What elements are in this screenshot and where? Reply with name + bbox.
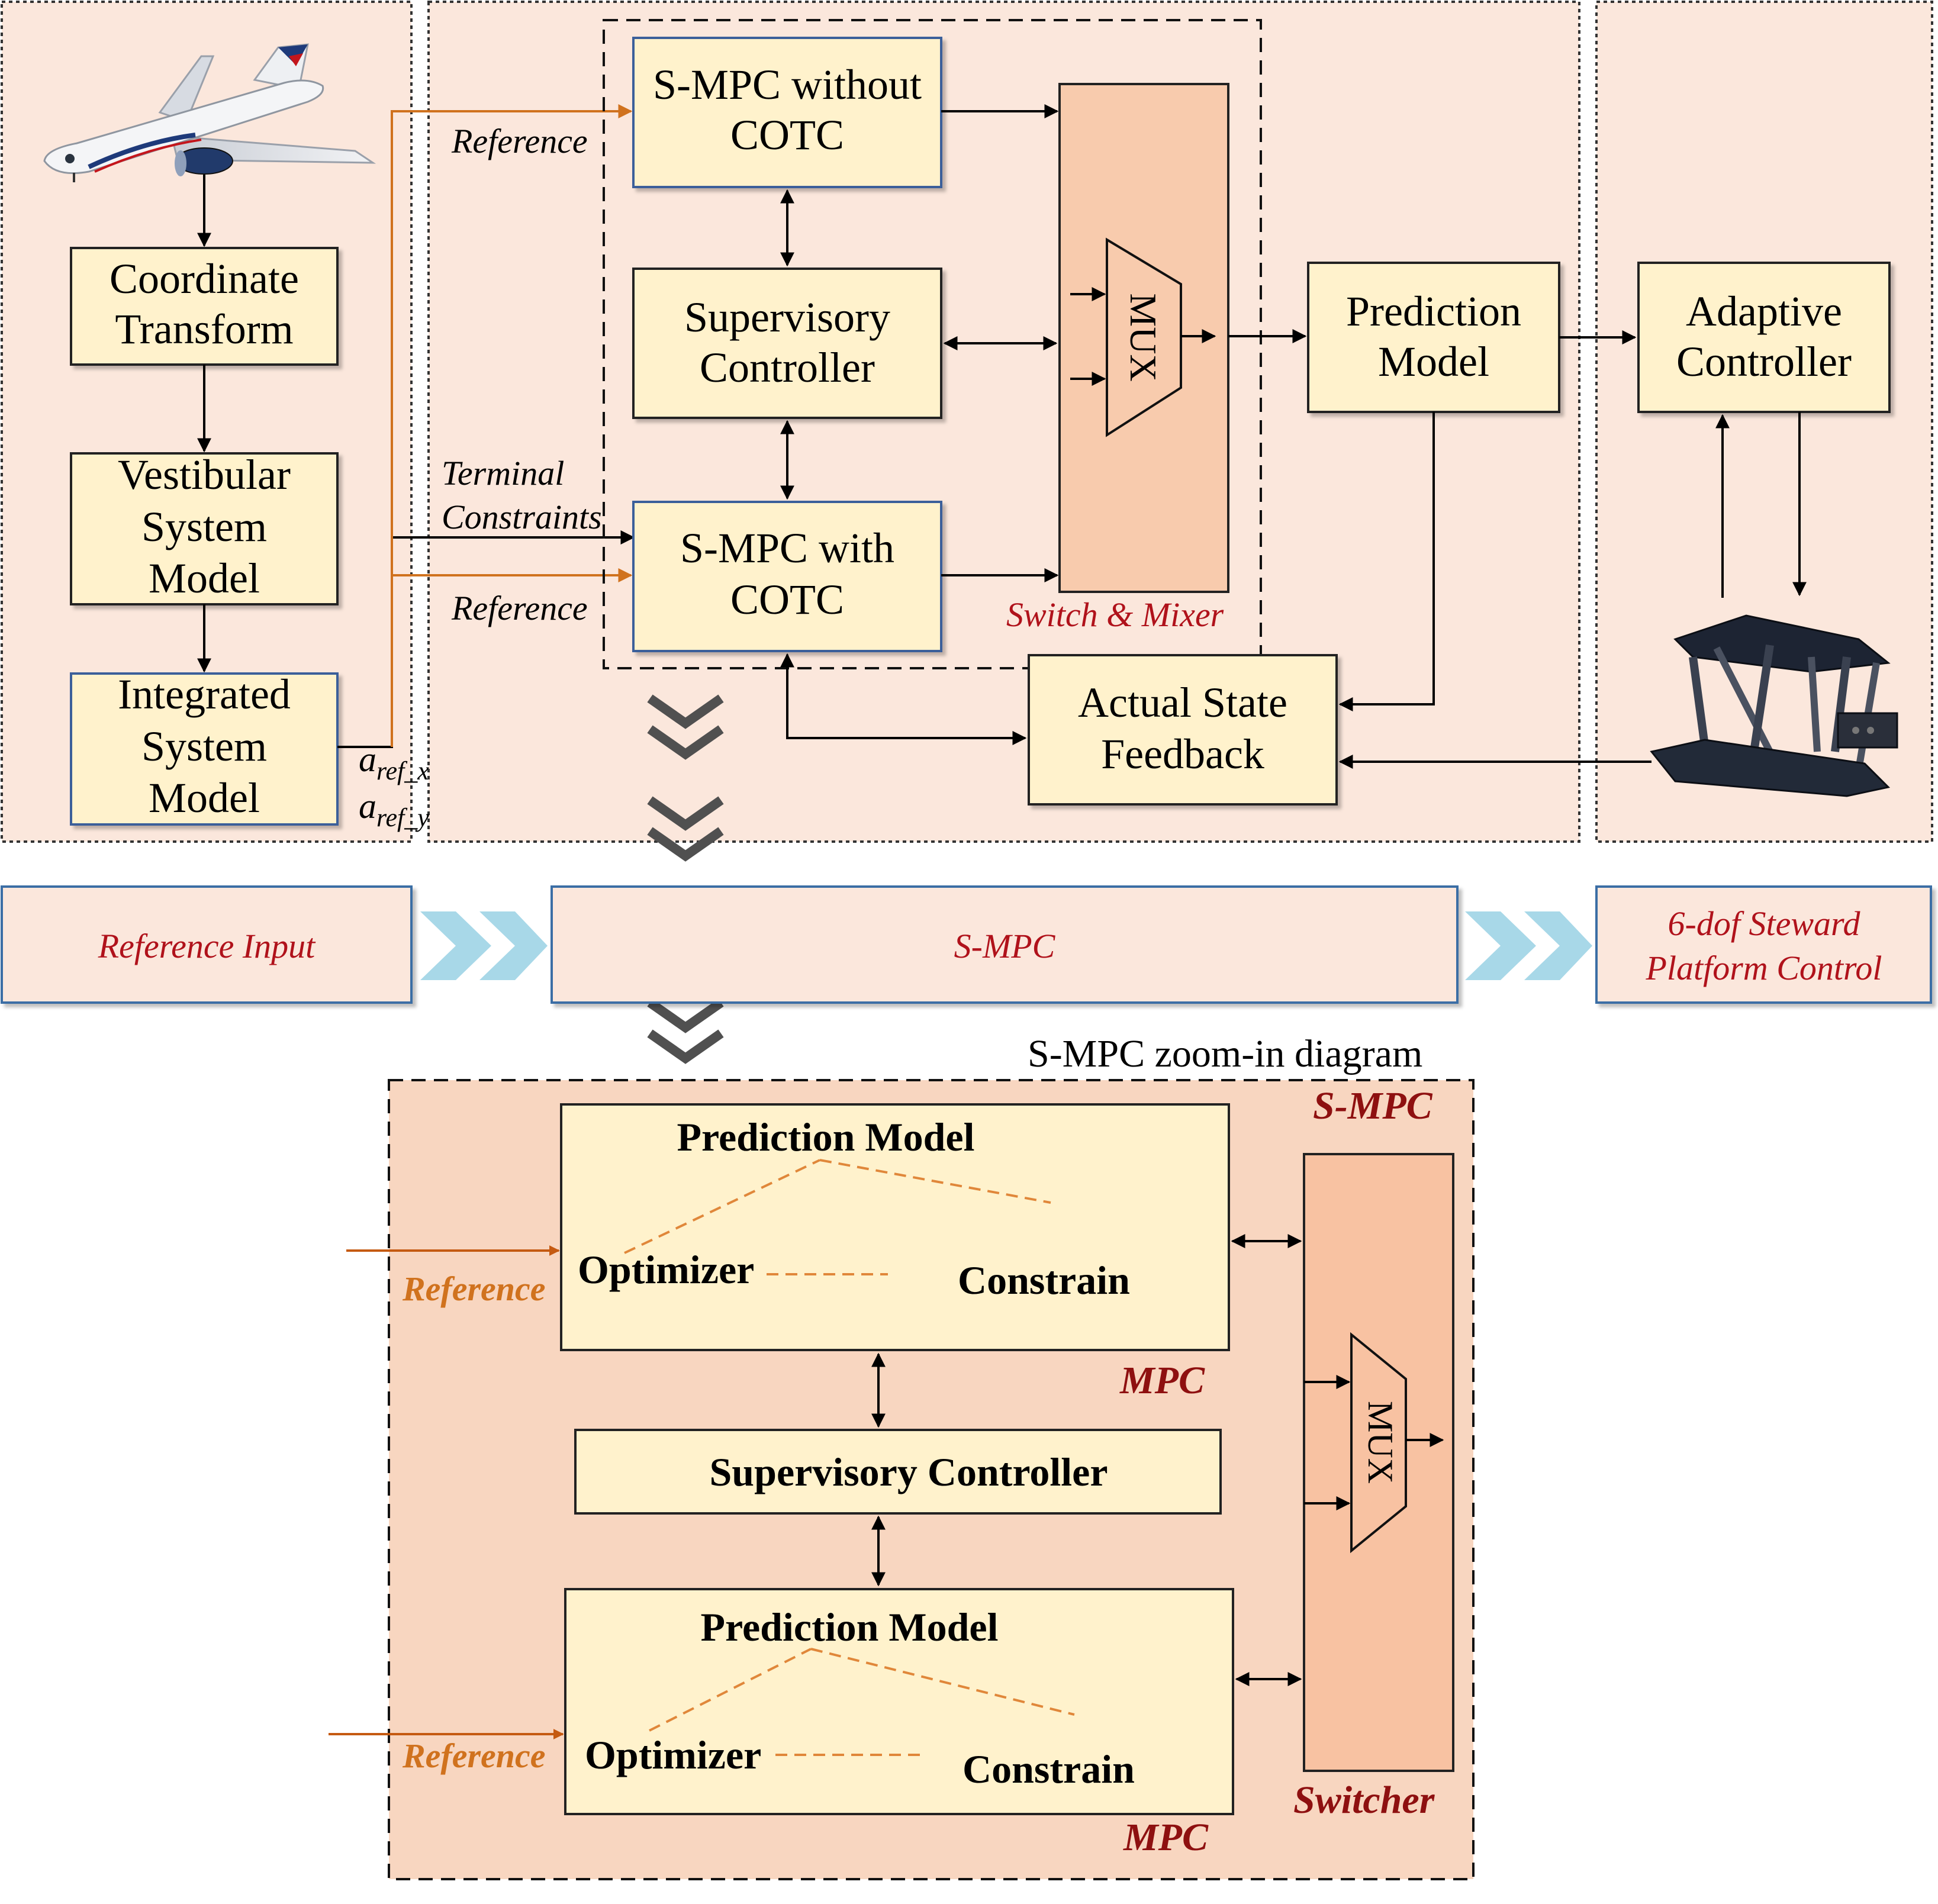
terminal-label-line1: Terminal	[442, 454, 564, 492]
feedback-line1: Actual State	[1078, 679, 1287, 726]
prediction-model-box: Prediction Model	[1307, 262, 1560, 413]
mpc-bottom-prediction-model: Prediction Model	[701, 1605, 999, 1650]
a-ref-y-label: aref_y	[359, 787, 429, 832]
mux-block	[1106, 237, 1182, 437]
switch-mixer-label: Switch & Mixer	[1006, 595, 1224, 634]
smpc-without-line2: COTC	[730, 111, 844, 159]
prediction-line2: Model	[1378, 338, 1489, 385]
reference-label-bottom: Reference	[451, 589, 588, 627]
smpc-with-cotc-box: S-MPC with COTC	[632, 501, 942, 652]
coordinate-transform-box: Coordinate Transform	[70, 247, 339, 366]
smpc-with-line2: COTC	[730, 576, 844, 623]
integrated-line1: Integrated	[118, 671, 291, 718]
actual-state-feedback-box: Actual State Feedback	[1028, 654, 1338, 806]
integrated-system-model-box: Integrated System Model	[70, 671, 339, 826]
mux-label: MUX	[1122, 293, 1164, 381]
integrated-line3: Model	[149, 774, 260, 821]
zoom-reference-label-bottom: Reference	[402, 1737, 546, 1775]
smpc-without-line1: S-MPC without	[653, 61, 922, 108]
smpc-band: S-MPC	[551, 885, 1459, 1004]
zoom-supervisory-box: Supervisory Controller	[574, 1429, 1222, 1515]
platform-control-band: 6-dof Steward Platform Control	[1595, 885, 1932, 1004]
smpc-panel	[427, 1, 1580, 843]
smpc-without-cotc-box: S-MPC without COTC	[632, 37, 942, 188]
arrow-reference-top	[391, 104, 633, 747]
reference-label-top: Reference	[451, 122, 588, 160]
smpc-with-line1: S-MPC with	[680, 524, 894, 572]
vestibular-line2: System	[141, 503, 267, 550]
band-chevron-icons	[420, 911, 1592, 980]
integrated-line2: System	[141, 723, 267, 770]
band-smpc: S-MPC	[954, 927, 1056, 965]
arrow-feedback-smpc-with	[780, 653, 1027, 745]
arrow-prediction-to-feedback	[1338, 412, 1435, 711]
adaptive-controller-box: Adaptive Controller	[1637, 262, 1891, 413]
band-platform-line2: Platform Control	[1645, 949, 1882, 987]
mpc-top-box: Prediction Model Optimizer Constrain	[560, 1103, 1230, 1351]
mpc-top-optimizer: Optimizer	[578, 1247, 754, 1292]
zoom-supervisory-label: Supervisory Controller	[709, 1449, 1108, 1494]
terminal-label-line2: Constraints	[442, 498, 602, 536]
zoom-reference-label-top: Reference	[402, 1270, 546, 1308]
zoom-title: S-MPC zoom-in diagram	[1028, 1032, 1422, 1075]
adaptive-line1: Adaptive	[1686, 288, 1842, 335]
mpc-top-tag: MPC	[1119, 1359, 1205, 1402]
aircraft-icon	[43, 43, 376, 182]
band-reference-input: Reference Input	[98, 927, 316, 965]
supervisory-line2: Controller	[700, 344, 875, 391]
reference-input-band: Reference Input	[1, 885, 413, 1004]
vestibular-system-model-box: Vestibular System Model	[70, 451, 339, 605]
supervisory-line1: Supervisory	[684, 294, 890, 341]
vestibular-line1: Vestibular	[118, 451, 291, 498]
prediction-line1: Prediction	[1346, 288, 1521, 335]
mpc-top-constrain: Constrain	[958, 1258, 1130, 1303]
coordinate-transform-line1: Coordinate	[110, 255, 299, 302]
mpc-top-prediction-model: Prediction Model	[677, 1114, 975, 1159]
mpc-bottom-tag: MPC	[1123, 1816, 1209, 1859]
mpc-bottom-optimizer: Optimizer	[585, 1732, 761, 1777]
zoom-corner-label: S-MPC	[1313, 1084, 1433, 1127]
vestibular-line3: Model	[149, 555, 260, 602]
band-platform-line1: 6-dof Steward	[1668, 904, 1861, 943]
mpc-bottom-box: Prediction Model Optimizer Constrain	[564, 1588, 1234, 1815]
coordinate-transform-line2: Transform	[115, 305, 293, 353]
mpc-bottom-constrain: Constrain	[962, 1747, 1135, 1792]
zoom-mux-block	[1350, 1332, 1407, 1554]
supervisory-controller-box: Supervisory Controller	[632, 268, 942, 419]
feedback-line2: Feedback	[1101, 730, 1264, 778]
stewart-platform-icon	[1650, 614, 1898, 797]
switcher-label: Switcher	[1293, 1779, 1435, 1822]
zoom-mux-label: MUX	[1361, 1401, 1400, 1484]
adaptive-line2: Controller	[1676, 338, 1852, 385]
